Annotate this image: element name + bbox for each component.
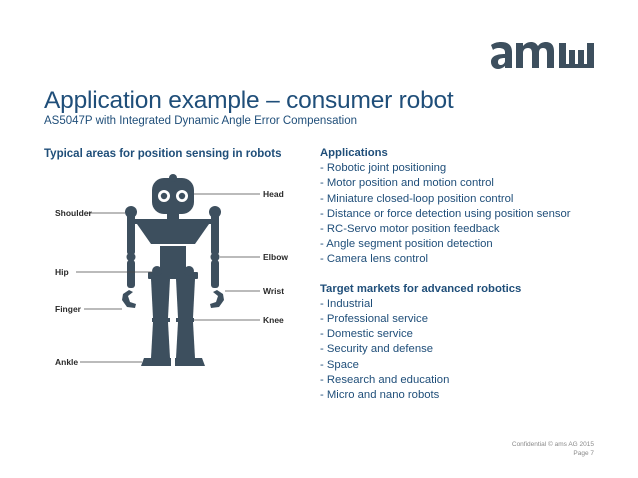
robot-shin-right [176,322,195,358]
robot-elbow-left [126,252,136,262]
list-item: - Distance or force detection using posi… [320,207,571,220]
list-item: - Security and defense [320,343,434,356]
robot-hand-right [210,290,224,308]
list-item: - Micro and nano robots [320,389,440,402]
robot-hand-left [122,290,136,308]
robot-figure [122,174,224,366]
robot-forearm-left [127,260,135,288]
markets-heading: Target markets for advanced robotics [320,282,522,295]
robot-torso [160,246,186,272]
robot-hip-right [184,266,194,276]
left-heading: Typical areas for position sensing in ro… [44,148,282,160]
list-item: - Miniature closed-loop position control [320,192,514,205]
robot-knee-right [176,318,194,322]
robot-upper-arm-right [211,213,219,255]
label-hip: Hip [55,267,69,277]
robot-foot-right [175,358,205,366]
label-elbow: Elbow [263,252,288,262]
right-column: Applications - Robotic joint positioning… [320,146,620,403]
list-item: - Motor position and motion control [320,177,494,190]
label-wrist: Wrist [263,286,284,296]
applications-heading: Applications [320,147,388,159]
robot-upper-arm-left [127,213,135,255]
footer: Confidential © ams AG 2015 Page 7 [512,440,594,458]
robot-foot-left [141,358,171,366]
label-leader-lines [76,193,260,363]
robot-chest [137,224,209,244]
robot-thigh-left [151,279,170,318]
page-title: Application example – consumer robot [44,87,454,114]
list-item: - Industrial [320,297,373,310]
list-item: - Camera lens control [320,253,428,266]
robot-hip-left [152,266,162,276]
robot-pupil-left [160,192,168,200]
page-number: Page 7 [573,450,594,457]
list-item: - Professional service [320,313,428,326]
list-item: - Angle segment position detection [320,238,493,251]
list-item: - Robotic joint positioning [320,162,447,175]
ams-logo [491,42,594,69]
list-item: - Space [320,358,359,371]
applications-list: - Robotic joint positioning - Motor posi… [320,161,620,267]
confidential-note: Confidential © ams AG 2015 [511,441,594,448]
robot-pupil-right [178,192,186,200]
list-item: - RC-Servo motor position feedback [320,223,500,236]
robot-shin-left [151,322,170,358]
page-subtitle: AS5047P with Integrated Dynamic Angle Er… [44,115,358,127]
markets-list: - Industrial - Professional service - Do… [320,297,620,403]
list-item: - Domestic service [320,328,413,341]
robot-neck [167,214,179,219]
robot-forearm-right [211,260,219,288]
robot-antenna [169,174,177,182]
robot-thigh-right [176,279,195,318]
list-item: - Research and education [320,373,450,386]
robot-knee-left [152,318,170,322]
robot-head [152,178,194,214]
robot-shoulder-bar [128,219,218,224]
label-knee: Knee [263,315,284,325]
label-shoulder: Shoulder [55,208,93,218]
label-head: Head [263,189,284,199]
label-ankle: Ankle [55,357,78,367]
robot-illustration: Head Shoulder Elbow Hip Wrist Finger Kne… [55,174,288,367]
robot-elbow-right [210,252,220,262]
label-finger: Finger [55,304,82,314]
